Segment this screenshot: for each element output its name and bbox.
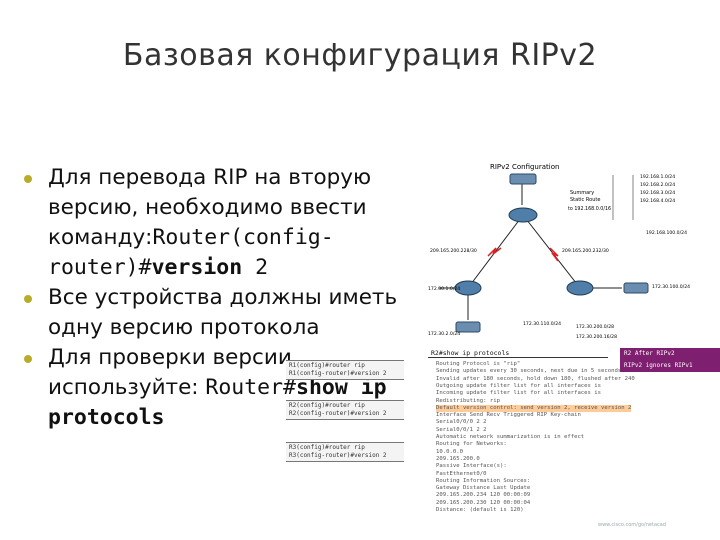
output-line: 209.165.200.234 120 00:00:09 (436, 492, 531, 499)
command-prompt: Router(config-router)# (48, 225, 334, 280)
config-line: R1(config)#router rip (289, 362, 365, 369)
config-snippet: R3(config)#router rip R3(config-router)#… (286, 442, 404, 462)
output-line: Default version control: send version 2,… (436, 404, 632, 412)
output-header: R2#show ip protocols (428, 348, 608, 358)
output-line: Incoming update filter list for all inte… (436, 390, 602, 397)
output-line: Distance: (default is 120) (436, 507, 524, 513)
config-snippet: R1(config)#router rip R1(config-router)#… (286, 360, 404, 380)
config-line: R1(config-router)#version 2 (289, 370, 387, 377)
config-line: R3(config-router)#version 2 (289, 452, 387, 459)
output-line: FastEthernet0/0 (436, 470, 487, 477)
output-line: Passive Interface(s): (436, 463, 507, 470)
network-label: 172.30.200.0/28 (576, 324, 614, 330)
output-line: Invalid after 180 seconds, hold down 180… (436, 375, 635, 382)
config-line: R2(config-router)#version 2 (289, 410, 387, 417)
config-line: R2(config)#router rip (289, 402, 365, 409)
config-snippet: R2(config)#router rip R2(config-router)#… (286, 400, 404, 420)
config-snippets: R1(config)#router rip R1(config-router)#… (286, 360, 406, 470)
network-label: 172.30.110.0/24 (523, 321, 561, 327)
output-line: 10.0.0.0 (436, 448, 463, 455)
output-line: Redistributing: rip (436, 397, 500, 404)
bullet-text: Для проверки версии используйте: (48, 345, 292, 400)
summary-address: to 192.168.0.0/16 (568, 206, 611, 212)
bullet-item: Для перевода RIP на вторую версию, необх… (22, 163, 422, 283)
config-line: R3(config)#router rip (289, 444, 365, 451)
output-line: Automatic network summarization is in ef… (436, 434, 585, 440)
network-label: 192.168.3.0/24 (640, 190, 675, 196)
network-label: 172.30.1.0/24 (428, 286, 460, 292)
network-label: 192.168.100.0/24 (646, 230, 687, 236)
bullet-text: Для перевода RIP на вторую версию, необх… (48, 165, 372, 250)
callout-label: RIPv2 ignores RIPv1 updates (620, 360, 720, 381)
footer-mark: www.cisco.com/go/netacad (598, 522, 666, 528)
network-label: 192.168.1.0/24 (640, 174, 675, 180)
command-prompt: Router# (205, 375, 296, 400)
command-arg: 2 (242, 255, 269, 280)
bullet-dot (24, 355, 32, 363)
bullet-dot (24, 175, 32, 183)
output-line: Gateway Distance Last Update (436, 485, 531, 492)
summary-label: Static Route (570, 197, 600, 203)
router-icon-r2 (508, 207, 538, 223)
bullet-dot (24, 295, 32, 303)
output-line: Outgoing update filter list for all inte… (436, 382, 602, 389)
network-label: 172.30.100.0/24 (652, 284, 690, 290)
network-label: 209.165.200.228/30 (430, 248, 477, 254)
switch-icon (455, 321, 481, 333)
output-line: Routing Information Sources: (436, 477, 531, 484)
output-line: Serial0/0/0 2 2 (436, 419, 487, 426)
output-line: 209.165.200.0 (436, 455, 480, 462)
output-line: Interface Send Recv Triggered RIP Key-ch… (436, 412, 581, 419)
output-line: Sending updates every 30 seconds, next d… (436, 368, 622, 375)
router-icon-r3 (566, 280, 594, 296)
network-label: 172.30.200.16/28 (576, 334, 617, 340)
output-line: 209.165.200.230 120 00:00:04 (436, 499, 531, 506)
callout-label: R2 After RIPv2 Configuration (620, 348, 720, 369)
network-label: 192.168.4.0/24 (640, 198, 675, 204)
bullet-item: Все устройства должны иметь одну версию … (22, 283, 422, 343)
summary-label: Summary (570, 190, 594, 196)
network-label: 192.168.2.0/24 (640, 182, 675, 188)
command-keyword: version (151, 255, 243, 280)
switch-icon (509, 173, 537, 185)
diagram-title: RIPv2 Configuration (490, 163, 559, 171)
network-label: 172.30.2.0/24 (428, 331, 460, 337)
bullet-text: Все устройства должны иметь одну версию … (48, 285, 398, 340)
switch-icon (623, 282, 649, 294)
output-line: Routing for Networks: (436, 441, 507, 448)
network-topology-diagram: RIPv2 Configuration Summary Static Route… (428, 163, 690, 340)
slide-title: Базовая конфигурация RIPv2 (122, 38, 598, 73)
output-line: Serial0/0/1 2 2 (436, 426, 487, 433)
network-label: 209.165.200.232/30 (562, 248, 609, 254)
output-line: Routing Protocol is "rip" (436, 361, 521, 367)
show-ip-protocols-output: R2#show ip protocols R2 After RIPv2 Conf… (428, 348, 720, 520)
router-icon-r1 (454, 280, 482, 296)
